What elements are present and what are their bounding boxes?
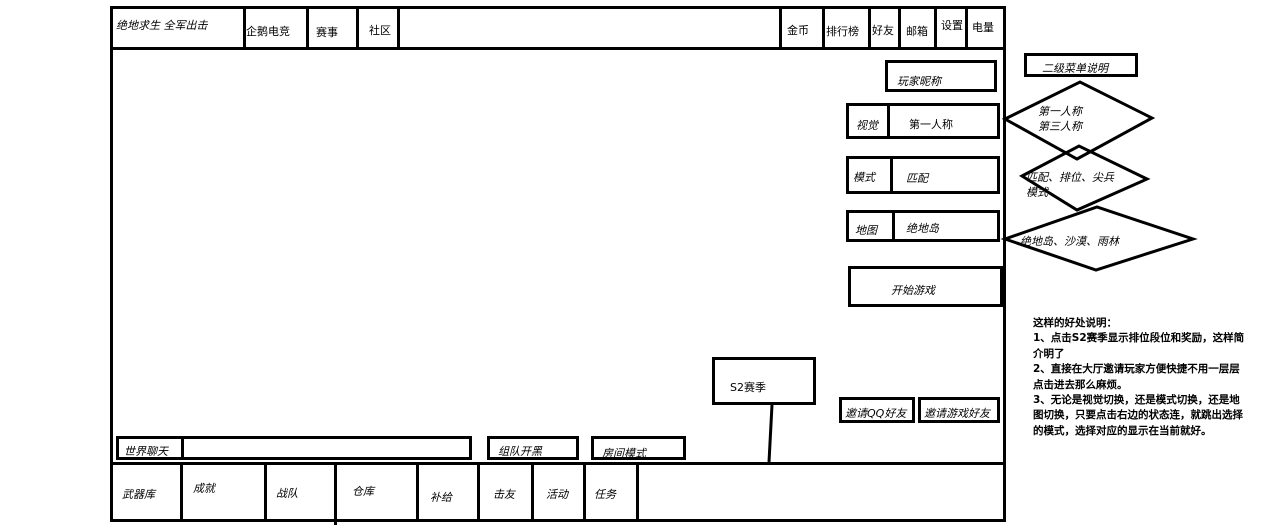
nickname-label: 玩家昵称 <box>897 75 941 88</box>
top-sep <box>965 9 968 50</box>
invite-game-label: 邀请游戏好友 <box>924 407 990 420</box>
bottom-sep <box>583 465 586 522</box>
view-label: 视觉 <box>856 119 878 132</box>
bottom-sep <box>477 465 480 522</box>
mailbox-button[interactable]: 邮箱 <box>906 25 928 38</box>
bottom-sep <box>264 465 267 522</box>
world-chat-input[interactable]: 世界聊天 <box>116 436 472 460</box>
start-game-label: 开始游戏 <box>891 284 935 297</box>
mode-value: 匹配 <box>906 172 928 185</box>
season-button[interactable]: S2赛季 <box>712 357 816 405</box>
invite-qq-button[interactable]: 邀请QQ好友 <box>839 397 915 423</box>
bottom-item-squad[interactable]: 战队 <box>276 487 298 500</box>
tab-esports[interactable]: 企鹅电竞 <box>246 25 290 38</box>
bottom-item-supply[interactable]: 补给 <box>430 491 452 504</box>
start-game-button[interactable]: 开始游戏 <box>848 266 1003 307</box>
bottom-item-tasks[interactable]: 任务 <box>594 488 616 501</box>
bottom-item-armory[interactable]: 武器库 <box>122 488 155 501</box>
season-label: S2赛季 <box>730 381 766 394</box>
tab-community[interactable]: 社区 <box>369 24 391 37</box>
team-up-button[interactable]: 组队开黑 <box>487 436 579 460</box>
map-options: 绝地岛、沙漠、雨林 <box>1020 235 1119 248</box>
bottom-item-warehouse[interactable]: 仓库 <box>352 485 374 498</box>
top-sep <box>779 9 782 50</box>
submenu-title-label: 二级菜单说明 <box>1042 62 1108 75</box>
room-mode-label: 房间模式 <box>602 447 646 460</box>
top-sep <box>306 9 309 50</box>
bottom-item-friends[interactable]: 击友 <box>493 488 515 501</box>
top-sep <box>898 9 901 50</box>
mode-selector[interactable]: 模式 匹配 <box>846 156 1000 194</box>
top-sep <box>868 9 871 50</box>
map-divider <box>892 213 895 239</box>
team-up-label: 组队开黑 <box>498 445 542 458</box>
app-title: 绝地求生 全军出击 <box>116 19 208 32</box>
map-selector[interactable]: 地图 绝地岛 <box>846 210 1000 242</box>
nickname-box[interactable]: 玩家昵称 <box>885 60 997 92</box>
bottom-item-activities[interactable]: 活动 <box>546 488 568 501</box>
top-sep <box>243 9 246 50</box>
top-sep <box>934 9 937 50</box>
top-bar-divider <box>110 47 1006 50</box>
mode-options: 匹配、排位、尖兵 模式 <box>1026 171 1114 199</box>
leaderboard-button[interactable]: 排行榜 <box>826 25 859 38</box>
bottom-sep <box>636 465 639 522</box>
map-label: 地图 <box>855 224 877 237</box>
submenu-title: 二级菜单说明 <box>1024 53 1138 77</box>
friends-button[interactable]: 好友 <box>872 24 894 37</box>
view-selector[interactable]: 视觉 第一人称 <box>846 103 1000 139</box>
gold-button[interactable]: 金币 <box>787 24 809 37</box>
top-sep <box>397 9 400 50</box>
invite-game-button[interactable]: 邀请游戏好友 <box>918 397 1000 423</box>
mode-divider <box>890 159 893 192</box>
map-value: 绝地岛 <box>906 222 939 235</box>
bottom-item-achievements[interactable]: 成就 <box>193 482 215 495</box>
mode-label: 模式 <box>853 171 875 184</box>
view-value: 第一人称 <box>909 118 953 131</box>
view-divider <box>887 106 890 137</box>
battery-indicator: 电量 <box>972 21 994 34</box>
top-sep <box>356 9 359 50</box>
settings-button[interactable]: 设置 <box>941 19 963 32</box>
benefits-note: 这样的好处说明： 1、点击S2赛季显示排位段位和奖励，这样简介明了 2、直接在大… <box>1033 317 1245 437</box>
bottom-sep <box>416 465 419 522</box>
tab-events[interactable]: 赛事 <box>316 26 338 39</box>
room-mode-button[interactable]: 房间模式 <box>591 436 686 460</box>
view-options: 第一人称 第三人称 <box>1038 105 1082 133</box>
world-chat-label: 世界聊天 <box>124 445 168 458</box>
top-sep <box>822 9 825 50</box>
bottom-sep <box>531 465 534 522</box>
bottom-sep <box>180 465 183 522</box>
bottom-bar-divider <box>110 462 1006 465</box>
invite-qq-label: 邀请QQ好友 <box>845 407 907 420</box>
bottom-sep <box>334 465 337 525</box>
chat-divider <box>181 439 184 457</box>
